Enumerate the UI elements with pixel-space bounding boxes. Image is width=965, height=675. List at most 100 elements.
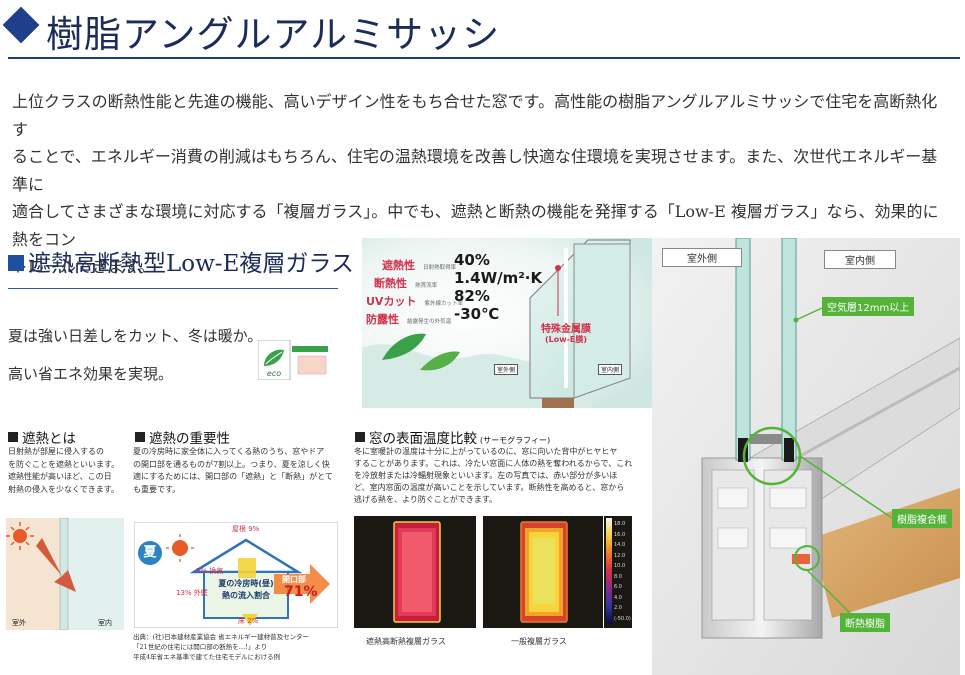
- sub-heading-marker-icon: [135, 432, 145, 442]
- intro-paragraph: 上位クラスの断熱性能と先進の機能、高いデザイン性をもち合せた窓です。高性能の樹脂…: [12, 88, 947, 281]
- composite-frame-callout: 樹脂複合框: [892, 509, 952, 528]
- spec-note: 日射熱取得率: [423, 265, 457, 271]
- col3-heading: 窓の表面温度比較(サーモグラフィー): [369, 427, 550, 447]
- spec-note: 熱貫流率: [415, 283, 438, 289]
- opening-percent: 71%: [284, 584, 318, 600]
- col3-line: ど、室内窓面の温度が高いことを示しています。断熱性を高めると、窓から: [354, 483, 625, 492]
- spec-value: -30℃: [454, 305, 500, 323]
- eco-mark-logo: eco: [257, 339, 330, 381]
- title-divider: [8, 57, 960, 59]
- thermograph-standard-caption: 一般複層ガラス: [511, 637, 567, 646]
- film-sublabel: (Low-E膜): [544, 335, 588, 344]
- scale-tick: 18.0: [614, 521, 626, 527]
- scale-tick: 16.0: [614, 531, 626, 538]
- scale-tick: 4.0: [614, 594, 622, 601]
- col2-line: も重要です。: [133, 484, 181, 494]
- spec-row: 防露性 結露発生の外気温 -30℃: [366, 305, 499, 327]
- thermograph-standard: [483, 516, 603, 628]
- page-title: 樹脂アングルアルミサッシ: [46, 13, 501, 56]
- opening-label: 開口部: [282, 575, 306, 584]
- spec-row: UVカット 紫外線カット率 82%: [366, 287, 490, 309]
- scale-tick: (-50.0): [614, 615, 631, 622]
- thermograph-lowe-caption: 遮熱高断熱複層ガラス: [366, 637, 446, 646]
- col2-line: 適にするためには、開口部の「遮熱」と「断熱」がとて: [133, 472, 333, 481]
- scale-tick: 8.0: [614, 573, 622, 580]
- col3-heading-sub: (サーモグラフィー): [480, 436, 551, 445]
- col1-outdoor-label: 室外: [12, 619, 26, 627]
- intro-line: トロールできます。: [12, 257, 155, 276]
- col3-line: することがあります。これは、冷たい窓面に人体の熱を奪われるからで、これ: [354, 459, 633, 468]
- roof-percent: 屋根 9%: [232, 525, 260, 533]
- col1-line: を防ぐことを遮熱といいます。: [8, 459, 120, 469]
- title-diamond-icon: [2, 6, 40, 44]
- spec-label: UVカット: [366, 295, 417, 308]
- eco-label: eco: [267, 369, 281, 378]
- col3-line: 冬に室暖計の温度は十分に上がっているのに、窓に向いた背中がヒヤヒヤ: [354, 447, 618, 456]
- sub-heading-marker-icon: [355, 432, 365, 442]
- section-title: 遮熱高断熱型Low-E複層ガラス: [28, 251, 354, 277]
- house-label-1: 夏の冷房時(昼): [218, 579, 274, 588]
- spec-note: 紫外線カット率: [424, 301, 464, 307]
- glass-indoor-label: 室内側: [598, 364, 623, 375]
- spec-note: 結露発生の外気温: [407, 319, 452, 325]
- scale-tick: 6.0: [614, 584, 622, 590]
- film-label: 特殊金属膜: [541, 324, 591, 335]
- temperature-scale-labels: 18.0 16.0 14.0 12.0 10.0 8.0 6.0 4.0 2.0…: [614, 519, 631, 624]
- col2-source: 出典：(社)日本建材産業協会 省エネルギー建材普及センター 「21世紀の住宅には…: [133, 632, 348, 662]
- col2-body: 夏の冷房時に家全体に入ってくる熱のうち、窓やドア の開口部を通るものが7割以上。…: [133, 446, 343, 496]
- spec-row: 断熱性 熱貫流率 1.4W/m²·K: [374, 269, 542, 291]
- col2-heading: 遮熱の重要性: [149, 431, 230, 447]
- wall-percent: 13% 外壁: [176, 589, 208, 597]
- spec-row: 遮熱性 日射熱取得率 40%: [382, 251, 490, 273]
- scale-tick: 10.0: [614, 563, 626, 569]
- cross-outdoor-label: 室外側: [662, 248, 742, 267]
- col3-body: 冬に室暖計の温度は十分に上がっているのに、窓に向いた背中がヒヤヒヤ することがあ…: [354, 446, 644, 506]
- cross-indoor-label: 室内側: [824, 250, 896, 269]
- col3-line: を冷放射または冷輻射現象といいます。左の写真では、赤い部分が多いほ: [354, 471, 618, 480]
- col3-heading-text: 窓の表面温度比較: [369, 431, 477, 447]
- spec-label: 遮熱性: [382, 259, 415, 272]
- source-line: 平成4年省エネ基準で建てた住宅モデルにおける例: [133, 653, 281, 661]
- section-marker-icon: [8, 255, 24, 271]
- intro-line: ることで、エネルギー消費の削減はもちろん、住宅の温熱環境を改善し快適な住環境を実…: [12, 147, 938, 194]
- sub-heading-marker-icon: [8, 432, 18, 442]
- house-label-2: 熱の流入割合: [222, 591, 270, 600]
- spec-label: 断熱性: [374, 277, 407, 290]
- scale-tick: 12.0: [614, 552, 626, 559]
- col1-line: 射熱の侵入を少なくできます。: [8, 484, 119, 494]
- scale-tick: 2.0: [614, 605, 622, 611]
- summer-badge: 夏: [138, 541, 162, 565]
- col1-body: 日射熱が部屋に侵入するの を防ぐことを遮熱といいます。 遮熱性能が高いほど、この…: [8, 446, 128, 496]
- ventilation-percent: 5% 換気: [196, 567, 224, 575]
- spec-value: 1.4W/m²·K: [454, 269, 543, 287]
- glass-outdoor-label: 室外側: [494, 364, 519, 375]
- heat-inflow-house-diagram: 夏 屋根 9% 5% 換気 13% 外壁 床 2% 夏の冷房時(昼) 熱の流入割…: [134, 522, 338, 628]
- lowe-glass-diagram: 遮熱性 日射熱取得率 40% 断熱性 熱貫流率 1.4W/m²·K UVカット …: [362, 238, 662, 408]
- insulating-resin-callout: 断熱樹脂: [840, 613, 890, 632]
- col2-line: 夏の冷房時に家全体に入ってくる熱のうち、窓やドア: [133, 447, 325, 456]
- scale-tick: 14.0: [614, 542, 626, 548]
- heat-shield-illustration: 室外 室内: [5, 517, 125, 631]
- col1-line: 日射熱が部屋に侵入するの: [8, 447, 104, 456]
- thermograph-lowe: [354, 516, 476, 628]
- source-line: 「21世紀の住宅には開口部の断熱を…!」より: [133, 643, 268, 651]
- source-line: 出典：(社)日本建材産業協会 省エネルギー建材普及センター: [133, 633, 310, 641]
- spec-value: 82%: [454, 287, 490, 305]
- section-lead-1: 夏は強い日差しをカット、冬は暖か。: [8, 327, 263, 345]
- col3-line: 逃げる熱を、より防ぐことができます。: [354, 495, 498, 504]
- temperature-scale-bar: 18.0 16.0 14.0 12.0 10.0 8.0 6.0 4.0 2.0…: [604, 516, 632, 628]
- col2-line: の開口部を通るものが7割以上。つまり、夏を涼しく快: [133, 459, 330, 469]
- col1-indoor-label: 室内: [98, 619, 112, 627]
- spec-label: 防露性: [366, 313, 399, 326]
- col1-heading: 遮熱とは: [22, 431, 76, 447]
- intro-line: 上位クラスの断熱性能と先進の機能、高いデザイン性をもち合せた窓です。高性能の樹脂…: [12, 92, 938, 139]
- floor-percent: 床 2%: [238, 617, 259, 625]
- temperature-gradient: [606, 518, 612, 624]
- section-lead-2: 高い省エネ効果を実現。: [8, 365, 174, 383]
- section-divider: [8, 288, 338, 289]
- sash-cross-section: 室外側 室内側 空気層12mm以上 樹脂複合框 断熱樹脂: [652, 238, 960, 675]
- air-layer-callout: 空気層12mm以上: [822, 297, 915, 316]
- col1-line: 遮熱性能が高いほど、この日: [8, 472, 112, 481]
- spec-value: 40%: [454, 251, 490, 269]
- intro-line: 適合してさまざまな環境に対応する「複層ガラス」。中でも、遮熱と断熱の機能を発揮す…: [12, 202, 939, 249]
